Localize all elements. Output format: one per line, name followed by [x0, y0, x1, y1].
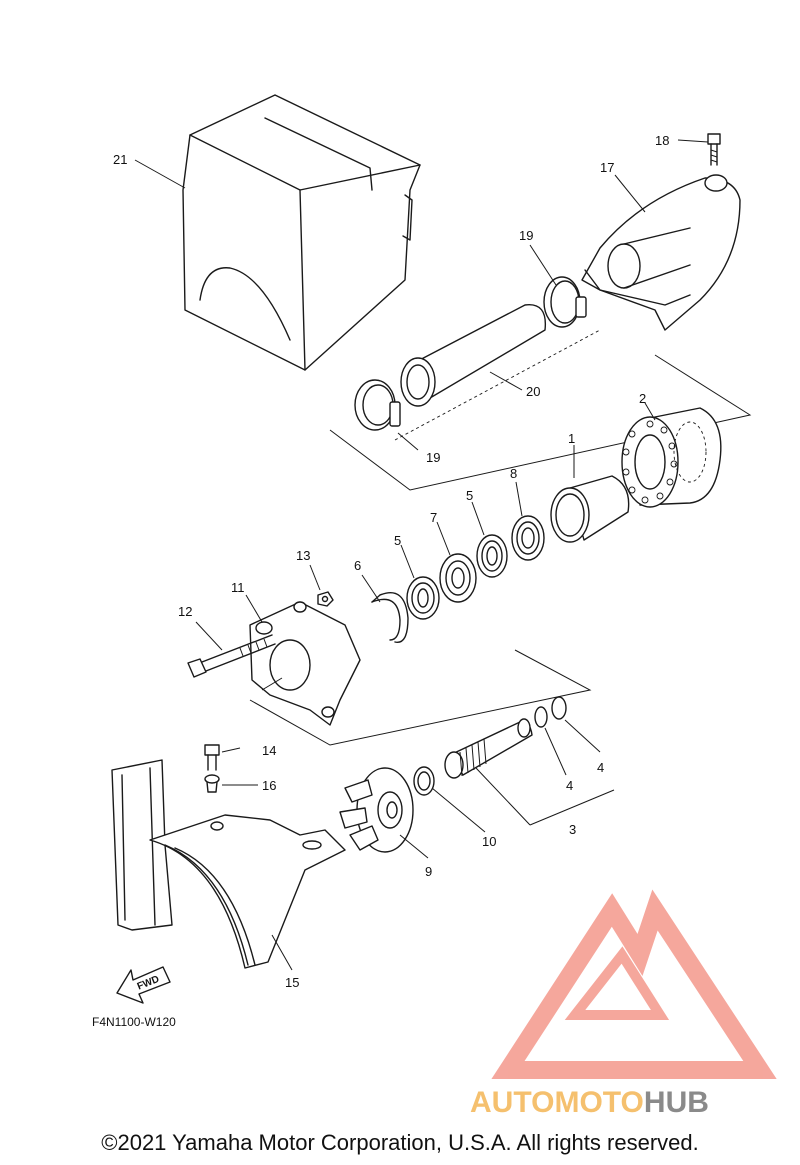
- part-20-hose: [400, 304, 547, 407]
- leader-dashed-19-20: [394, 329, 601, 441]
- part-1-sleeve: [550, 475, 630, 543]
- part-5-seal-left: [406, 576, 440, 620]
- fwd-arrow-icon: [116, 966, 171, 1004]
- watermark-brand-part1: AUTOMOTO: [470, 1086, 644, 1119]
- part-10-washer: [413, 766, 435, 796]
- part-6-circlip: [371, 591, 409, 643]
- part-12-bolt: [187, 634, 276, 678]
- group-bracket-upper: [329, 354, 752, 491]
- copyright-text: ©2021 Yamaha Motor Corporation, U.S.A. A…: [101, 1130, 698, 1155]
- callout-5-right: 5: [466, 488, 473, 503]
- part-18-bolt: [707, 133, 721, 166]
- callout-14: 14: [262, 743, 276, 758]
- part-17-duct: [581, 174, 741, 331]
- callout-4-a: 4: [566, 778, 573, 793]
- part-4-orings: [534, 696, 567, 728]
- part-13-nut: [317, 591, 334, 607]
- callout-19-lower: 19: [426, 450, 440, 465]
- callout-4-b: 4: [597, 760, 604, 775]
- callout-3: 3: [569, 822, 576, 837]
- part-9-impeller: [339, 767, 414, 853]
- callout-19-upper: 19: [519, 228, 533, 243]
- callout-10: 10: [482, 834, 496, 849]
- part-19-clamp-lower: [354, 379, 401, 431]
- leader-lines: [134, 139, 709, 971]
- diagram-code: F4N1100-W120: [92, 1015, 176, 1029]
- part-15-intake: [111, 759, 346, 969]
- part-14-bolt: [204, 744, 220, 771]
- part-21-cover: [182, 94, 421, 371]
- part-8-seal: [511, 515, 545, 561]
- callout-13: 13: [296, 548, 310, 563]
- part-7-bearing: [439, 553, 477, 603]
- callout-7: 7: [430, 510, 437, 525]
- part-5-seal-right: [476, 534, 508, 578]
- callout-8: 8: [510, 466, 517, 481]
- part-11-housing-cover: [249, 601, 361, 726]
- callout-21: 21: [113, 152, 127, 167]
- callout-6: 6: [354, 558, 361, 573]
- callout-16: 16: [262, 778, 276, 793]
- callout-18: 18: [655, 133, 669, 148]
- part-2-housing: [621, 407, 722, 508]
- callout-15: 15: [285, 975, 299, 990]
- callout-11: 11: [231, 580, 245, 595]
- callout-20: 20: [526, 384, 540, 399]
- automotohub-logo-icon: [491, 889, 777, 1079]
- callout-5-left: 5: [394, 533, 401, 548]
- group-bracket-lower: [249, 649, 592, 746]
- watermark-brand-part2: HUB: [644, 1086, 709, 1119]
- callout-9: 9: [425, 864, 432, 879]
- callout-2: 2: [639, 391, 646, 406]
- callout-17: 17: [600, 160, 614, 175]
- part-16-collar: [204, 774, 220, 793]
- callout-12: 12: [178, 604, 192, 619]
- part-3-shaft: [444, 718, 533, 779]
- watermark-brand: AUTOMOTOHUB: [470, 1086, 709, 1119]
- callout-1: 1: [568, 431, 575, 446]
- part-19-clamp-upper: [543, 276, 587, 328]
